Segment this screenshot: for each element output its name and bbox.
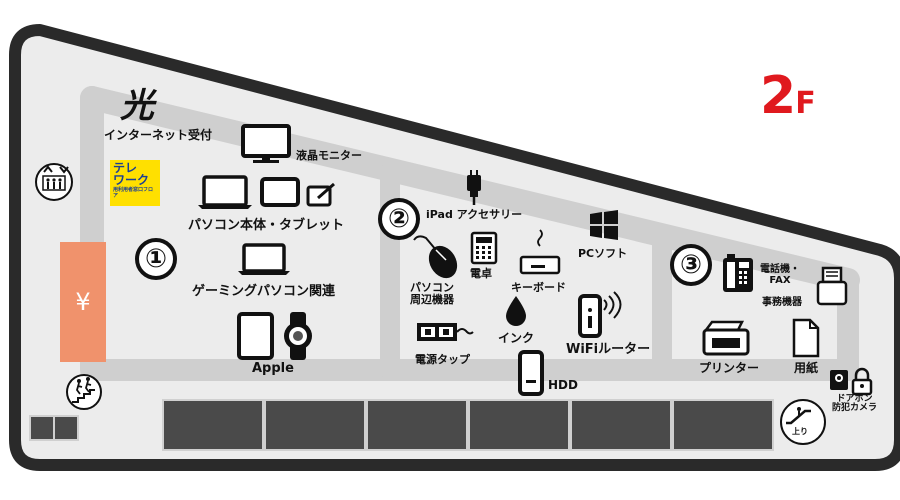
label-office-equipment: 事務機器 bbox=[762, 297, 802, 308]
label-power-strip: 電源タップ bbox=[415, 353, 470, 366]
label-pc-software: PCソフト bbox=[578, 247, 628, 260]
floor-number: 2 bbox=[760, 66, 796, 126]
tablet-icon bbox=[237, 312, 274, 360]
label-intercom-camera: ドアホン 防犯カメラ bbox=[832, 394, 878, 414]
laptop-icon bbox=[238, 243, 290, 275]
label-keyboard: キーボード bbox=[511, 281, 566, 294]
label-lcd-monitor: 液晶モニター bbox=[296, 149, 362, 162]
escalator-icon bbox=[780, 399, 826, 445]
wifi-router-icon bbox=[578, 291, 622, 338]
label-pc-peripherals-line1: パソコン bbox=[410, 281, 454, 294]
label-printer: プリンター bbox=[699, 361, 760, 375]
floor-suffix: F bbox=[795, 86, 816, 121]
label-pc-peripherals-line2: 周辺機器 bbox=[410, 292, 454, 306]
calculator-icon bbox=[470, 231, 498, 265]
label-internet-desk: インターネット受付 bbox=[104, 128, 213, 142]
pen-tablet-icon bbox=[306, 182, 335, 207]
label-calculator: 電卓 bbox=[470, 267, 492, 280]
usb-cable-icon bbox=[467, 170, 481, 205]
hikari-logo: 光 bbox=[120, 86, 154, 126]
label-pc-peripherals: パソコン 周辺機器 bbox=[410, 282, 454, 305]
label-gaming-pc: ゲーミングパソコン関連 bbox=[192, 284, 336, 299]
elevator-icon bbox=[35, 163, 73, 201]
floor-indicator: 2F bbox=[760, 70, 816, 122]
bottom-shelves bbox=[162, 399, 774, 451]
label-intercom-line1: ドアホン bbox=[836, 394, 873, 404]
lock-icon bbox=[851, 367, 873, 396]
label-hdd: HDD bbox=[548, 378, 578, 392]
keyboard-icon bbox=[519, 229, 561, 275]
zone-2-marker: ② bbox=[378, 198, 420, 240]
windows-icon bbox=[590, 210, 618, 240]
power-strip-icon bbox=[417, 323, 474, 341]
printer-icon bbox=[702, 320, 750, 356]
label-ink: インク bbox=[498, 331, 535, 345]
telework-line1: テレ bbox=[113, 161, 138, 175]
label-phone-fax: 電話機・ FAX bbox=[760, 264, 800, 286]
label-escalator-up: 上り bbox=[792, 427, 808, 436]
label-phone-fax-line2: FAX bbox=[769, 274, 791, 286]
hdd-icon bbox=[518, 350, 544, 396]
zone-3-marker: ③ bbox=[670, 244, 712, 286]
corner-shelf bbox=[29, 415, 79, 441]
label-intercom-line2: 防犯カメラ bbox=[832, 403, 878, 414]
stairs-icon bbox=[66, 374, 102, 410]
shredder-icon bbox=[816, 266, 848, 306]
laptop-icon bbox=[198, 175, 252, 209]
phone-fax-icon bbox=[723, 254, 753, 292]
mouse-icon bbox=[413, 235, 458, 279]
watch-icon bbox=[284, 312, 312, 360]
monitor-icon bbox=[241, 124, 291, 163]
label-ipad-accessory: iPad アクセサリー bbox=[426, 208, 523, 221]
telework-badge: テレ ワーク 用利用者窓口フロア bbox=[110, 160, 160, 206]
label-phone-fax-line1: 電話機・ bbox=[760, 264, 800, 275]
telework-line3: 用利用者窓口フロア bbox=[113, 187, 154, 199]
label-pc-tablet: パソコン本体・タブレット bbox=[188, 218, 345, 233]
door-intercom-icon bbox=[830, 370, 848, 390]
atm-yen-symbol: ¥ bbox=[75, 288, 91, 316]
tablet-icon bbox=[260, 177, 300, 207]
label-apple: Apple bbox=[252, 361, 294, 376]
atm-area bbox=[60, 242, 106, 362]
label-paper: 用紙 bbox=[794, 361, 819, 375]
ink-drop-icon bbox=[506, 296, 526, 326]
paper-icon bbox=[792, 318, 820, 358]
telework-line2: ワーク bbox=[113, 173, 150, 187]
zone-1-marker: ① bbox=[135, 238, 177, 280]
label-wifi-router: WiFiルーター bbox=[566, 342, 651, 357]
